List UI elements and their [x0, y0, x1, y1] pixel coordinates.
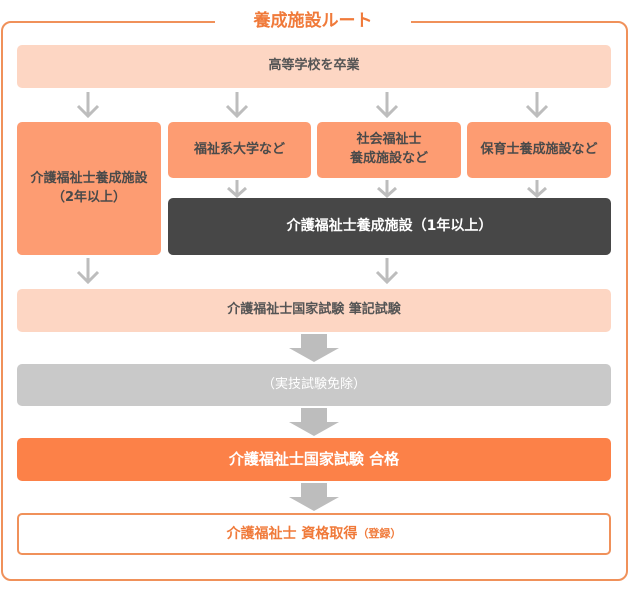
big-arrow-down-icon	[289, 483, 339, 511]
label: （2年以上）	[51, 189, 127, 205]
qualification-box: 介護福祉士 資格取得（登録）	[17, 513, 611, 555]
exam-pass-box: 介護福祉士国家試験 合格	[17, 438, 611, 481]
diagram-title: 養成施設ルート	[215, 8, 411, 34]
label: 介護福祉士養成施設	[30, 170, 148, 186]
label: 養成施設など	[349, 151, 428, 166]
label: 社会福祉士	[356, 132, 422, 148]
arrow-down-icon	[227, 180, 247, 198]
registration-label: （登録）	[357, 527, 402, 541]
arrow-down-icon	[76, 258, 100, 284]
practical-exam-exempt-box: （実技試験免除）	[17, 364, 611, 406]
social-worker-facility-box: 社会福祉士 養成施設など	[317, 122, 461, 178]
qualification-label: 介護福祉士 資格取得	[226, 525, 358, 542]
childcare-facility-box: 保育士養成施設など	[467, 122, 611, 178]
one-year-training-facility-box: 介護福祉士養成施設（1年以上）	[168, 198, 611, 255]
written-exam-box: 介護福祉士国家試験 筆記試験	[17, 289, 611, 332]
arrow-down-icon	[527, 180, 547, 198]
arrow-down-icon	[525, 92, 549, 118]
arrow-down-icon	[375, 92, 399, 118]
arrow-down-icon	[76, 92, 100, 118]
arrow-down-icon	[225, 92, 249, 118]
arrow-down-icon	[377, 180, 397, 198]
big-arrow-down-icon	[289, 334, 339, 362]
two-year-training-facility-box: 介護福祉士養成施設 （2年以上）	[17, 122, 161, 255]
arrow-down-icon	[375, 258, 399, 284]
high-school-graduation-box: 高等学校を卒業	[17, 45, 611, 88]
big-arrow-down-icon	[289, 408, 339, 436]
welfare-university-box: 福祉系大学など	[168, 122, 311, 178]
